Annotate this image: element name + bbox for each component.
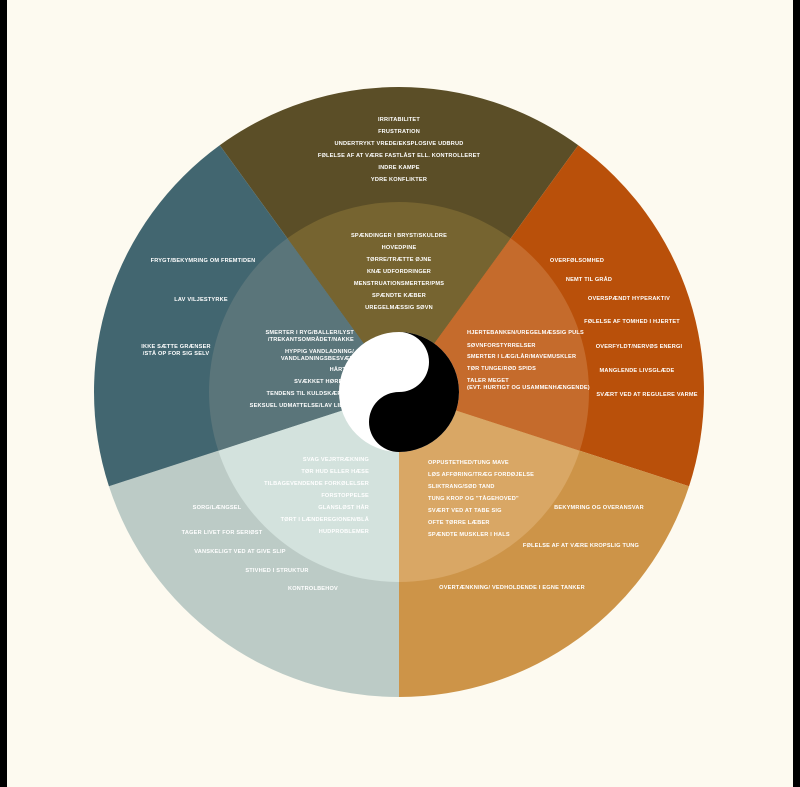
bottom-right-outer-label: FØLELSE AF AT VÆRE KROPSLIG TUNG (523, 543, 639, 549)
right-outer-label: FØLELSE AF TOMHED I HJERTET (584, 319, 680, 325)
right-inner-label: SMERTER I LÆG/LÅR/MAVEMUSKLER (467, 353, 576, 360)
bottom-left-outer-label: VANSKELIGT VED AT GIVE SLIP (194, 549, 285, 555)
right-inner-label: SØVNFORSTYRRELSER (467, 343, 536, 349)
bottom-right-inner-label: SVÆRT VED AT TABE SIG (428, 508, 502, 514)
bottom-left-outer-label: TAGER LIVET FOR SERIØST (182, 530, 263, 536)
right-outer-label: OVERFYLDT/NERVØS ENERGI (596, 344, 683, 350)
bottom-right-outer-label: OVERTÆNKNING/ VEDHOLDENDE I EGNE TANKER (439, 585, 585, 591)
top-inner-label: TØRRE/TRÆTTE ØJNE (367, 257, 432, 263)
top-inner-label: HOVEDPINE (382, 245, 417, 251)
right-outer-label: SVÆRT VED AT REGULERE VARME (596, 392, 697, 398)
top-outer-label: FØLELSE AF AT VÆRE FASTLÅST ELL. KONTROL… (318, 152, 481, 159)
left-inner-label: SMERTER I RYG/BALLER/LYST (266, 330, 355, 336)
bottom-left-outer-label: STIVHED I STRUKTUR (245, 568, 308, 574)
sector-bottom-left-inner (218, 392, 399, 582)
bottom-left-inner-label: SVAG VEJRTRÆKNING (303, 457, 369, 463)
right-inner-label: (EVT. HURTIGT OG USAMMENHÆNGENDE) (467, 385, 590, 391)
bottom-right-inner-label: OPPUSTETHED/TUNG MAVE (428, 460, 509, 466)
left-inner-label: VANDLADNINGSBESVÆR (281, 356, 354, 362)
bottom-left-inner-label: FORSTOPPELSE (321, 493, 369, 499)
bottom-right-inner-label: LØS AFFØRING/TRÆG FORDØJELSE (428, 472, 534, 478)
left-inner-label: HÅRTAB (330, 366, 354, 373)
bottom-left-inner-label: HUDPROBLEMER (319, 529, 369, 535)
five-element-wheel-diagram: IRRITABILITET FRUSTRATION UNDERTRYKT VRE… (94, 87, 704, 697)
top-inner-label: MENSTRUATIONSMERTER/PMS (354, 281, 444, 287)
bottom-left-inner-label: TØR HUD ELLER HÆSE (301, 469, 369, 475)
page-frame: IRRITABILITET FRUSTRATION UNDERTRYKT VRE… (7, 0, 793, 787)
top-inner-label: KNÆ UDFORDRINGER (367, 269, 431, 275)
right-outer-label: MANGLENDE LIVSGLÆDE (600, 368, 675, 374)
bottom-right-inner-label: TUNG KROP OG "TÅGEHOVED" (428, 495, 519, 502)
left-inner-label: /TREKANTSOMRÅDET/NAKKE (268, 336, 354, 343)
left-inner-label: HYPPIG VANDLADNING/ (285, 349, 354, 355)
left-outer-label: IKKE SÆTTE GRÆNSER (141, 344, 211, 350)
left-inner-label: TENDENS TIL KULDSKÆRHED (267, 391, 354, 397)
bottom-right-inner-label: OFTE TØRRE LÆBER (428, 520, 490, 526)
top-outer-label: INDRE KAMPE (378, 165, 419, 171)
left-outer-label: /STÅ OP FOR SIG SELV (143, 350, 210, 357)
top-inner-label: SPÆNDTE KÆBER (372, 293, 426, 299)
top-inner-label: SPÆNDINGER I BRYST/SKULDRE (351, 233, 447, 239)
bottom-left-inner-label: TILBAGEVENDENDE FORKØLELSER (264, 481, 369, 487)
yin-yang-icon (339, 332, 459, 452)
top-outer-label: IRRITABILITET (378, 117, 420, 123)
top-inner-label: UREGELMÆSSIG SØVN (365, 305, 433, 311)
bottom-left-outer-label: KONTROLBEHOV (288, 586, 338, 592)
bottom-right-inner-label: SPÆNDTE MUSKLER I HALS (428, 532, 510, 538)
right-outer-label: OVERSPÆNDT HYPERAKTIV (588, 296, 670, 302)
bottom-right-outer-label: BEKYMRING OG OVERANSVAR (554, 505, 644, 511)
bottom-left-inner-label: GLANSLØST HÅR (318, 504, 369, 511)
right-outer-label: NEMT TIL GRÅD (566, 276, 612, 283)
left-inner-label: SEKSUEL UDMATTELSE/LAV LIBIDO (250, 403, 355, 409)
bottom-left-outer-label: SORG/LÆNGSEL (193, 505, 242, 511)
left-outer-label: LAV VILJESTYRKE (174, 297, 228, 303)
sector-top-inner (287, 202, 511, 392)
right-outer-label: OVERFØLSOMHED (550, 258, 604, 264)
right-inner-label: TALER MEGET (467, 378, 509, 384)
right-inner-label: HJERTEBANKEN/UREGELMÆSSIG PULS (467, 330, 584, 336)
bottom-right-inner-label: SLIKTRANG/SØD TAND (428, 484, 495, 490)
top-outer-label: FRUSTRATION (378, 129, 420, 135)
left-inner-label: SVÆKKET HØRELSE (294, 379, 354, 385)
top-outer-label: UNDERTRYKT VREDE/EKSPLOSIVE UDBRUD (334, 141, 463, 147)
sector-bottom-right-inner (399, 392, 580, 582)
bottom-left-inner-label: TØRT I LÆNDEREGIONEN/BLÅ (281, 516, 369, 523)
top-outer-label: YDRE KONFLIKTER (371, 177, 427, 183)
right-inner-label: TØR TUNGE/RØD SPIDS (467, 366, 536, 372)
left-outer-label: FRYGT/BEKYMRING OM FREMTIDEN (151, 258, 256, 264)
